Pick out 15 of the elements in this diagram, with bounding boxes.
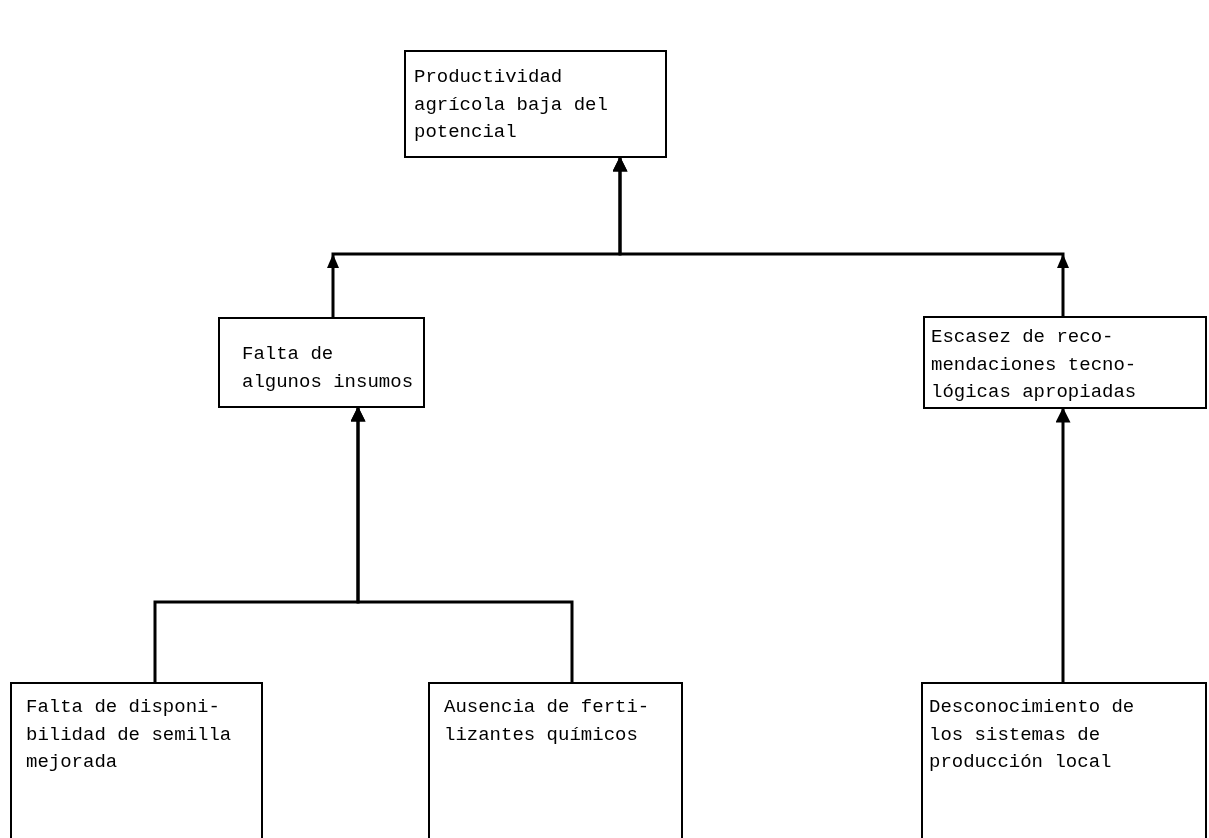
text-box — [10, 682, 263, 838]
box-text: Desconocimiento de los sistemas de producción local — [929, 695, 1136, 776]
arrow — [612, 156, 1065, 316]
box-text: Escasez de reco- mendaciones tecno- lógicas apropiadas — [931, 325, 1138, 406]
text-box — [218, 317, 425, 408]
text-box — [428, 682, 683, 838]
arrow — [350, 406, 574, 682]
box-text: Ausencia de ferti- lizantes químicos — [444, 695, 651, 748]
box-text: Falta de disponi- bilidad de semilla mejorada — [26, 695, 233, 776]
arrow — [1055, 407, 1071, 682]
text-box — [921, 682, 1207, 838]
text-box — [404, 50, 667, 158]
text-box — [923, 316, 1207, 409]
box-text: Productividad agrícola baja del potencial — [414, 65, 609, 146]
box-text: Falta de algunos insumos — [242, 342, 415, 395]
